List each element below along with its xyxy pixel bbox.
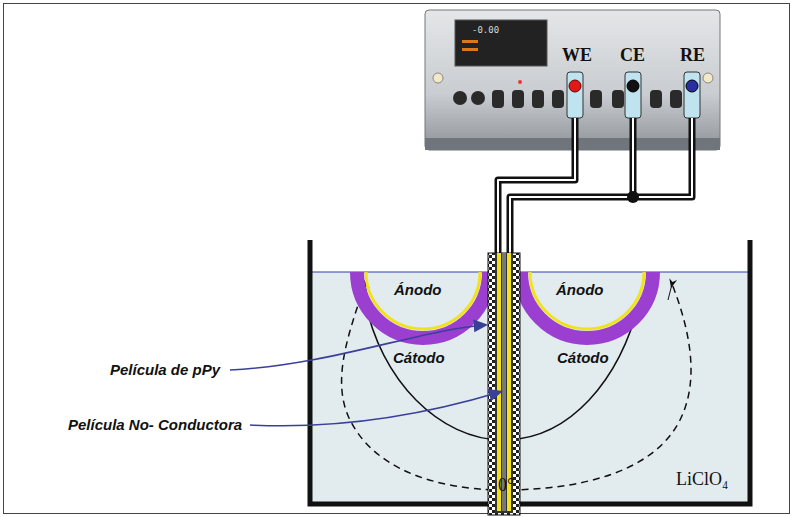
angle-label: 0° — [498, 476, 514, 496]
cathode-label: Cátodo — [393, 350, 445, 367]
cathode-label: Cátodo — [557, 350, 609, 367]
electrolyte-label: LiClO₄ — [676, 470, 728, 490]
film-label: Película de pPy — [110, 362, 220, 379]
terminal-label: WE — [562, 46, 592, 66]
terminal-label: CE — [620, 46, 645, 66]
terminal-label: RE — [680, 46, 705, 66]
display-value: -0.00 — [472, 26, 499, 36]
film-label: Película No- Conductora — [68, 417, 242, 434]
anode-label: Ánodo — [394, 282, 441, 299]
anode-label: Ánodo — [556, 282, 603, 299]
